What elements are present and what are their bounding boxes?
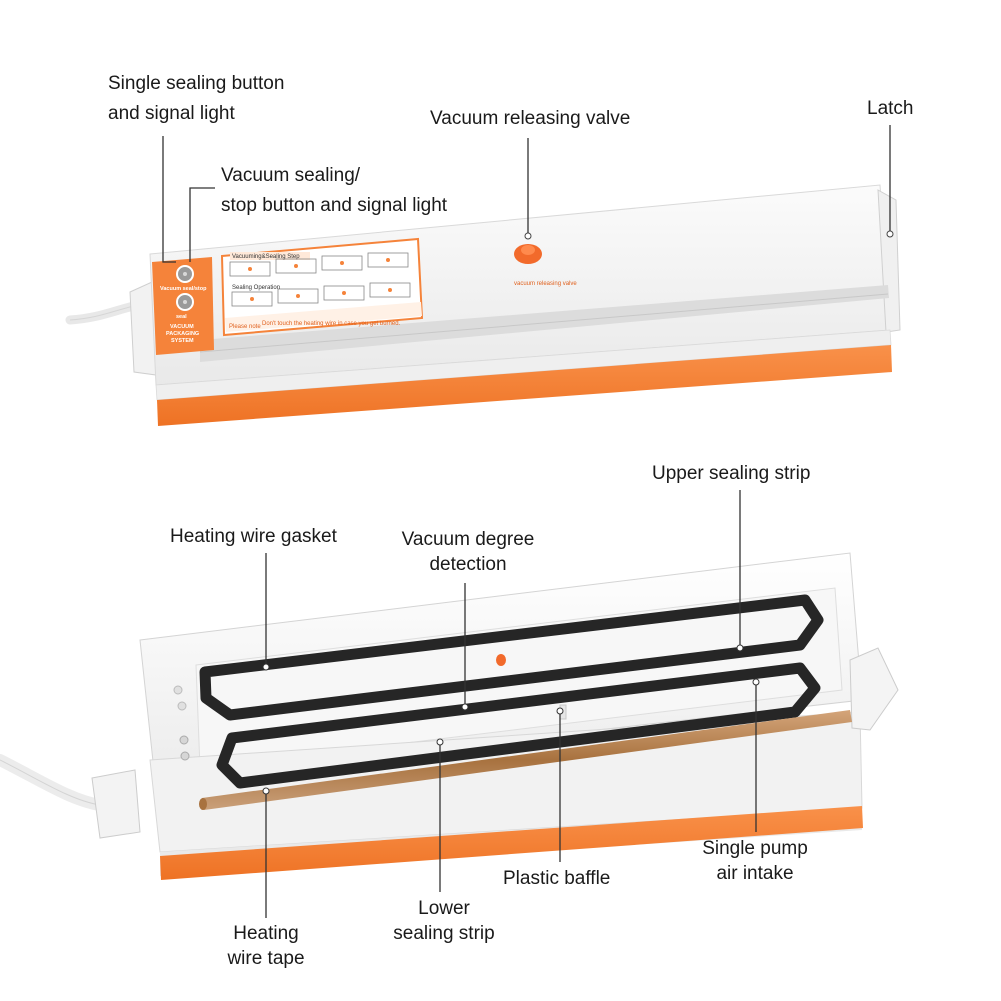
label-vacuum-degree-line2: detection: [429, 554, 507, 575]
label-lower-sealing-line2: sealing strip: [393, 923, 495, 944]
label-heating-wire-tape: Heating wire tape: [206, 921, 326, 971]
label-vacuum-sealing-button: Vacuum sealing/ stop button and signal l…: [221, 163, 447, 218]
label-heating-wire-gasket: Heating wire gasket: [170, 526, 337, 547]
label-heating-tape-line1: Heating: [233, 923, 299, 944]
label-single-sealing-button: Single sealing button and signal light: [108, 71, 284, 126]
label-vacuum-releasing-valve: Vacuum releasing valve: [430, 108, 631, 129]
label-plastic-baffle: Plastic baffle: [503, 868, 611, 889]
panel-brand-line1: VACUUM: [170, 324, 194, 330]
label-vacuum-degree-line1: Vacuum degree: [401, 529, 535, 550]
bottom-sealer-device: [0, 490, 899, 918]
label-upper-sealing-strip: Upper sealing strip: [652, 463, 811, 484]
valve-caption: vacuum releasing valve: [514, 281, 577, 287]
panel-button2-text: seal: [176, 314, 187, 320]
instruction-warning: Don't touch the heating wire in case you…: [262, 321, 401, 327]
vacuum-sealing-leader: [189, 187, 215, 262]
label-vacuum-degree-detection: Vacuum degree detection: [380, 527, 556, 577]
label-lower-sealing-line1: Lower: [418, 898, 470, 919]
instruction-step2: Sealing Operation: [232, 285, 280, 291]
single-sealing-leader: [162, 136, 176, 263]
panel-brand-line2: PACKAGING: [166, 331, 199, 337]
label-single-sealing-line2: and signal light: [108, 103, 235, 124]
top-sealer-device: [65, 125, 901, 426]
instruction-step1: Vacuuming&Sealing Step: [232, 254, 300, 260]
label-single-pump-air-intake: Single pump air intake: [680, 836, 830, 886]
label-single-sealing-line1: Single sealing button: [108, 73, 285, 94]
label-single-pump-line2: air intake: [716, 863, 794, 884]
label-single-pump-line1: Single pump: [702, 838, 808, 859]
panel-brand-line3: SYSTEM: [171, 338, 194, 344]
label-vacuum-sealing-line2: stop button and signal light: [221, 195, 448, 216]
panel-button1-text: Vacuum seal/stop: [160, 286, 207, 292]
label-lower-sealing-strip: Lower sealing strip: [370, 896, 518, 946]
label-vacuum-sealing-line1: Vacuum sealing/: [221, 165, 361, 186]
instruction-warning-tag: Please note: [229, 324, 261, 330]
label-latch: Latch: [867, 98, 914, 119]
label-heating-tape-line2: wire tape: [227, 948, 305, 969]
